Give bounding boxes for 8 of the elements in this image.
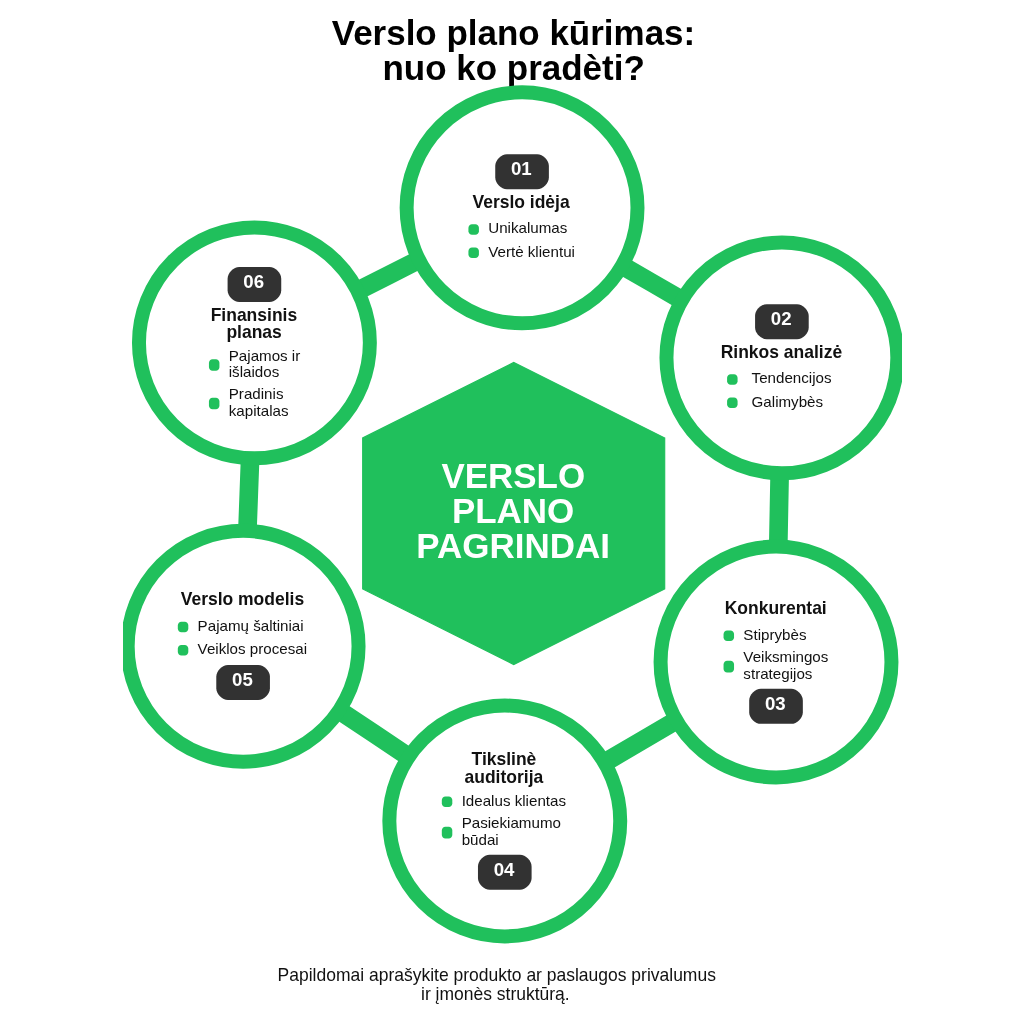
- node-circle: Konkurentai Stiprybès Veiksmingos strategijos 03: [653, 539, 898, 785]
- node-circle: Tikslinè auditorija Idealus klientas Pasiekiamumo būdai 04: [381, 698, 627, 944]
- node-circle: 06 Finansinis planas Pajamos ir išlaidos Pradinis kapitalas: [131, 220, 377, 466]
- diagram-title: Verslo plano kūrimas: nuo ko pradèti?: [331, 12, 695, 87]
- node-circle: Verslo modelis Pajamų šaltiniai Veiklos procesai 05: [122, 523, 366, 769]
- node-circle: 02 Rinkos analizė Tendencijos Galimybès: [658, 235, 902, 481]
- caption: Papildomai aprašykite produkto ar paslaugos privalumus ir įmonès struktūrą.: [277, 964, 716, 1005]
- node-circle: 01 Verslo idėja Unikalumas Vertė klientui: [399, 85, 644, 331]
